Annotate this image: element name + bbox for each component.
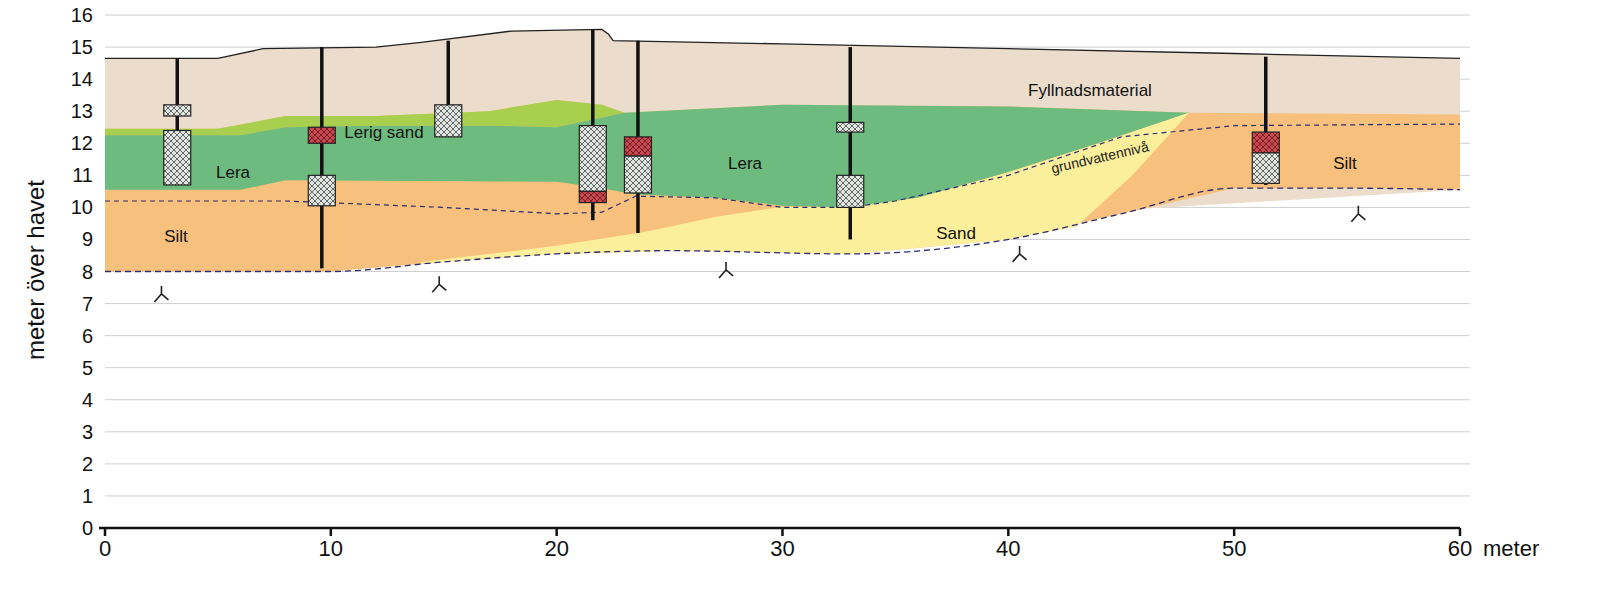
axis-title: meter över havet [23, 180, 49, 360]
sample-box [624, 156, 651, 193]
borehole [164, 58, 191, 185]
grid-line [105, 495, 1470, 496]
x-tick-label: 30 [770, 537, 794, 561]
y-tick-label: 4 [82, 389, 93, 411]
sample-box [1252, 153, 1279, 183]
x-tick-label: 10 [319, 537, 343, 561]
sample-box [1252, 132, 1279, 153]
sample-box [435, 105, 462, 137]
borehole [1252, 57, 1279, 185]
y-tick-label: 15 [71, 36, 93, 58]
axis-unit: meter [1483, 537, 1539, 561]
grid-line [105, 463, 1470, 464]
y-tick-label: 5 [82, 357, 93, 379]
sample-box [308, 175, 335, 205]
silt-layer [105, 100, 1460, 272]
sample-box [579, 191, 606, 202]
groundwater-line [105, 124, 1460, 214]
axes [99, 528, 1460, 536]
layer-label: Fyllnadsmaterial [1028, 82, 1152, 101]
fill-layer [105, 29, 1460, 271]
x-tick [1007, 528, 1010, 536]
soil-layers [105, 29, 1460, 271]
y-tick-label: 12 [71, 132, 93, 154]
y-tick-label: 13 [71, 100, 93, 122]
y-tick-label: 16 [71, 4, 93, 26]
y-tick-label: 3 [82, 421, 93, 443]
grid-line [105, 367, 1470, 368]
layer-label: Lera [728, 155, 762, 174]
y-tick-label: 8 [82, 261, 93, 283]
layer-label: Silt [1333, 155, 1357, 174]
sample-box [164, 105, 191, 116]
x-tick [1233, 528, 1236, 536]
grid-lines [105, 15, 1470, 496]
y-tick-label: 6 [82, 325, 93, 347]
borehole [579, 29, 606, 220]
y-tick-label: 0 [82, 517, 93, 539]
layer-label: Sand [936, 225, 976, 244]
x-tick [555, 528, 558, 536]
bedrock-symbol [719, 262, 733, 278]
bedrock-symbol [1013, 246, 1027, 262]
y-tick-label: 9 [82, 228, 93, 250]
borehole [435, 41, 462, 137]
bedrock-symbol [432, 276, 446, 292]
x-tick-label: 0 [99, 537, 111, 561]
x-tick [330, 528, 333, 536]
y-tick-label: 7 [82, 293, 93, 315]
y-tick [99, 527, 105, 530]
sample-box [837, 175, 864, 207]
y-tick-label: 11 [72, 164, 93, 186]
x-tick [1459, 528, 1462, 536]
sample-box [164, 130, 191, 185]
layer-label: Silt [164, 228, 188, 247]
borehole-line [848, 47, 852, 239]
grid-line [105, 303, 1470, 304]
x-tick-label: 50 [1222, 537, 1246, 561]
sample-box [579, 126, 606, 192]
grid-line [105, 15, 1470, 16]
grid-line [105, 431, 1470, 432]
borehole [308, 47, 335, 268]
x-tick [781, 528, 784, 536]
sample-box [624, 137, 651, 156]
x-tick-label: 20 [544, 537, 568, 561]
grid-line [105, 399, 1470, 400]
sample-box [308, 127, 335, 143]
grid-line [105, 335, 1470, 336]
borehole [624, 41, 651, 233]
x-tick-label: 60 [1448, 537, 1472, 561]
y-tick-label: 14 [71, 68, 93, 90]
x-tick-label: 40 [996, 537, 1020, 561]
layer-label: Lerig sand [344, 124, 423, 143]
borehole [837, 47, 864, 239]
sand-layer [421, 113, 1189, 264]
bedrock-symbol [1351, 206, 1365, 222]
y-tick-label: 2 [82, 453, 93, 475]
y-tick-label: 10 [71, 196, 93, 218]
ground-surface [105, 29, 1460, 58]
bedrock-symbol [154, 286, 168, 302]
y-tick-label: 1 [82, 485, 93, 507]
borehole-line [320, 47, 324, 268]
sample-box [837, 122, 864, 132]
layer-label: Lera [216, 164, 250, 183]
